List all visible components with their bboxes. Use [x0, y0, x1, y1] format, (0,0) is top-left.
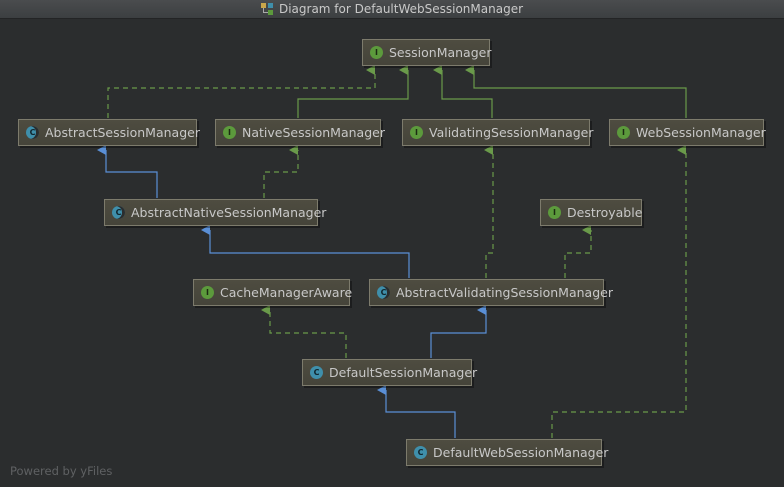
edge-websessionmanager-sessionmanager [465, 65, 687, 118]
abstract-class-icon: C [112, 206, 125, 219]
edge-abstractvalidating-abstractnative [201, 225, 410, 278]
edge-abstractnative-native [263, 145, 299, 198]
edge-validatingsessionmanager-sessionmanager [433, 65, 493, 118]
diagram-icon [260, 3, 273, 15]
interface-icon: I [201, 286, 214, 299]
edge-abstractvalidating-destroyable [564, 225, 592, 278]
node-label: AbstractValidatingSessionManager [396, 285, 613, 300]
node-sessionmanager[interactable]: I SessionManager [362, 39, 492, 66]
node-label: SessionManager [389, 45, 492, 60]
interface-icon: I [370, 46, 383, 59]
edge-abstractsessionmanager-sessionmanager [107, 65, 376, 118]
edge-defaultweb-defaultsession [377, 385, 456, 438]
node-validatingsessionmanager[interactable]: I ValidatingSessionManager [402, 119, 594, 146]
node-label: CacheManagerAware [220, 285, 353, 300]
node-label: NativeSessionManager [242, 125, 385, 140]
interface-icon: I [223, 126, 236, 139]
interface-icon: I [617, 126, 630, 139]
node-websessionmanager[interactable]: I WebSessionManager [609, 119, 766, 146]
node-cachemanageraware[interactable]: I CacheManagerAware [193, 279, 353, 306]
node-label: AbstractNativeSessionManager [131, 205, 327, 220]
node-abstractvalidatingsessionmanager[interactable]: C AbstractValidatingSessionManager [369, 279, 613, 306]
node-defaultsessionmanager[interactable]: C DefaultSessionManager [302, 359, 477, 386]
edge-abstractvalidating-validating [484, 145, 494, 278]
node-abstractnativesessionmanager[interactable]: C AbstractNativeSessionManager [104, 199, 326, 226]
node-label: DefaultWebSessionManager [433, 445, 609, 460]
node-abstractsessionmanager[interactable]: C AbstractSessionManager [18, 119, 200, 146]
powered-by-text: Powered by yFiles [10, 464, 113, 478]
edge-defaultweb-websession [551, 145, 687, 438]
edge-defaultsession-abstractvalidating [430, 305, 487, 358]
edge-defaultsession-cachemanageraware [261, 305, 347, 358]
node-destroyable[interactable]: I Destroyable [540, 199, 642, 226]
node-defaultwebsessionmanager[interactable]: C DefaultWebSessionManager [406, 439, 608, 466]
interface-icon: I [410, 126, 423, 139]
window-titlebar: Diagram for DefaultWebSessionManager [0, 0, 784, 19]
node-label: AbstractSessionManager [45, 125, 200, 140]
abstract-class-icon: C [377, 286, 390, 299]
class-icon: C [310, 366, 323, 379]
abstract-class-icon: C [26, 126, 39, 139]
edge-abstractnative-abstractsession [97, 145, 158, 198]
window-title: Diagram for DefaultWebSessionManager [278, 2, 524, 16]
interface-icon: I [548, 206, 561, 219]
node-label: ValidatingSessionManager [429, 125, 594, 140]
node-label: DefaultSessionManager [329, 365, 478, 380]
class-icon: C [414, 446, 427, 459]
edge-nativesessionmanager-sessionmanager [297, 65, 409, 118]
node-nativesessionmanager[interactable]: I NativeSessionManager [215, 119, 385, 146]
node-label: Destroyable [567, 205, 643, 220]
node-label: WebSessionManager [636, 125, 766, 140]
